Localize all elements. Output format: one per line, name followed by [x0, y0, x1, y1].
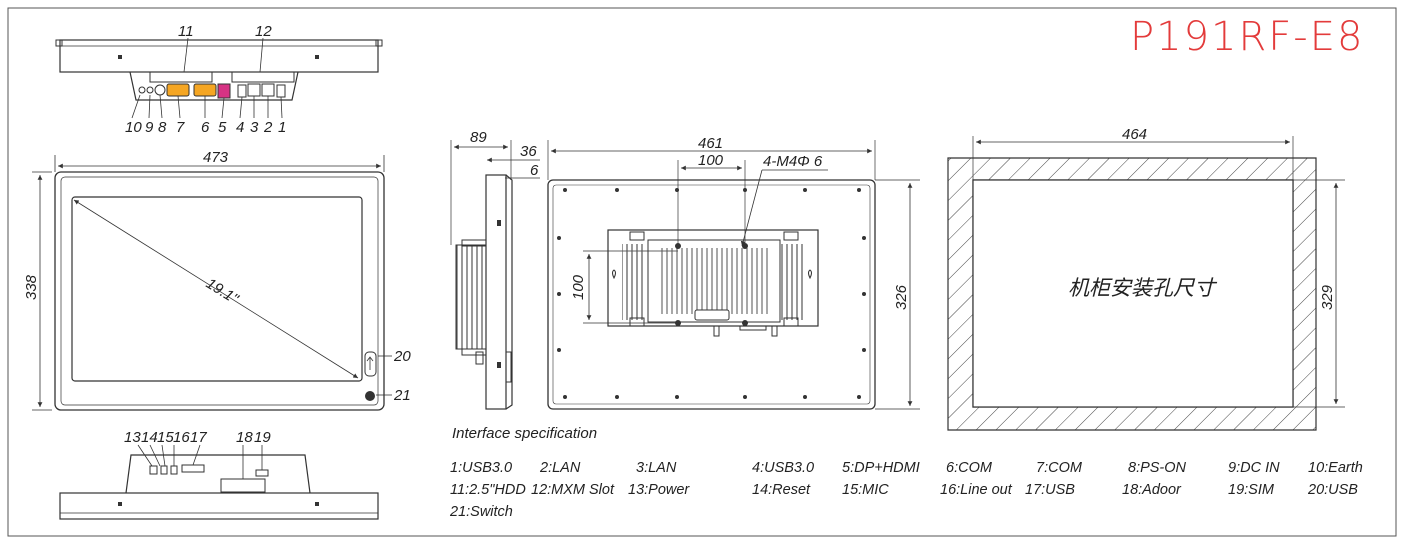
spec-item: 17:USB [1025, 482, 1075, 498]
callout-13: 13 [124, 429, 141, 446]
callout-15: 15 [157, 429, 174, 446]
spec-item: 16:Line out [940, 482, 1012, 498]
spec-item: 15:MIC [842, 482, 889, 498]
spec-item: 12:MXM Slot [531, 482, 614, 498]
com-port-orange [166, 83, 190, 97]
spec-item: 1:USB3.0 [450, 460, 513, 476]
spec-item: 19:SIM [1228, 482, 1274, 498]
spec-item: 18:Adoor [1122, 482, 1181, 498]
dim-rear-width: 461 [698, 135, 723, 152]
cutout-view: 464 329 机柜安装孔尺寸 [947, 126, 1345, 431]
spec-item: 2:LAN [540, 460, 581, 476]
sheet-border [7, 7, 1397, 537]
callout-2: 2 [263, 119, 273, 136]
callout-5: 5 [218, 119, 227, 136]
bottom-view: 13 14 15 16 17 18 19 [59, 429, 379, 520]
dim-rear-100-v: 100 [570, 274, 587, 300]
spec-item: 20:USB [1308, 482, 1358, 498]
power-switch [365, 391, 375, 401]
spec-item: 4:USB3.0 [752, 460, 815, 476]
rear-heatsink [607, 229, 819, 327]
dim-rear-hole: 4-M4Φ 6 [763, 153, 823, 170]
spec-item: 8:PS-ON [1128, 460, 1187, 476]
callout-21: 21 [393, 387, 411, 404]
screen-area [71, 196, 363, 382]
callout-1: 1 [278, 119, 286, 136]
spec-item: 3:LAN [636, 460, 677, 476]
spec-item: 5:DP+HDMI [842, 460, 920, 476]
spec-item: 7:COM [1036, 460, 1082, 476]
dim-side-depth: 89 [470, 129, 487, 146]
spec-item: 13:Power [628, 482, 690, 498]
usb-port-front [364, 351, 377, 377]
display-port-magenta [217, 83, 231, 99]
callout-8: 8 [158, 119, 167, 136]
callout-7: 7 [176, 119, 185, 136]
dim-cutout-width: 464 [1122, 126, 1147, 143]
callout-18: 18 [236, 429, 253, 446]
com-port-orange [193, 83, 217, 97]
callout-17: 17 [190, 429, 207, 446]
callout-6: 6 [201, 119, 210, 136]
dim-rear-height: 326 [893, 284, 910, 310]
callout-19: 19 [254, 429, 271, 446]
callout-16: 16 [173, 429, 190, 446]
dim-side-36: 36 [520, 143, 537, 160]
spec-item: 6:COM [946, 460, 992, 476]
side-view: 89 36 6 [450, 129, 540, 410]
callout-11: 11 [178, 23, 194, 40]
callout-4: 4 [236, 119, 244, 136]
dim-front-width: 473 [203, 149, 229, 166]
model-title: P191RF-E8 [1130, 14, 1365, 60]
callout-10: 10 [125, 119, 142, 136]
spec-item: 21:Switch [450, 504, 513, 520]
dim-diagonal: 19.1" [203, 275, 242, 308]
callout-12: 12 [255, 23, 272, 40]
callout-3: 3 [250, 119, 259, 136]
spec-item: 9:DC IN [1228, 460, 1280, 476]
spec-item: 10:Earth [1308, 460, 1363, 476]
dim-rear-100-h: 100 [698, 152, 724, 169]
callout-20: 20 [393, 348, 411, 365]
dim-front-height: 338 [23, 274, 40, 300]
spec-item: 11:2.5"HDD [450, 482, 526, 498]
callout-14: 14 [141, 429, 158, 446]
front-view: 473 338 19.1" 20 21 [23, 149, 411, 411]
top-view: 11 12 10 9 8 7 6 5 4 3 2 1 [55, 23, 383, 136]
dim-cutout-height: 329 [1319, 284, 1336, 310]
callout-9: 9 [145, 119, 154, 136]
rear-view: 461 100 4-M4Φ 6 100 326 [547, 135, 920, 410]
cutout-opening [972, 179, 1294, 408]
spec-heading: Interface specification [452, 425, 598, 442]
cutout-label: 机柜安装孔尺寸 [1068, 277, 1218, 300]
dim-side-6: 6 [530, 162, 539, 179]
spec-item: 14:Reset [752, 482, 811, 498]
